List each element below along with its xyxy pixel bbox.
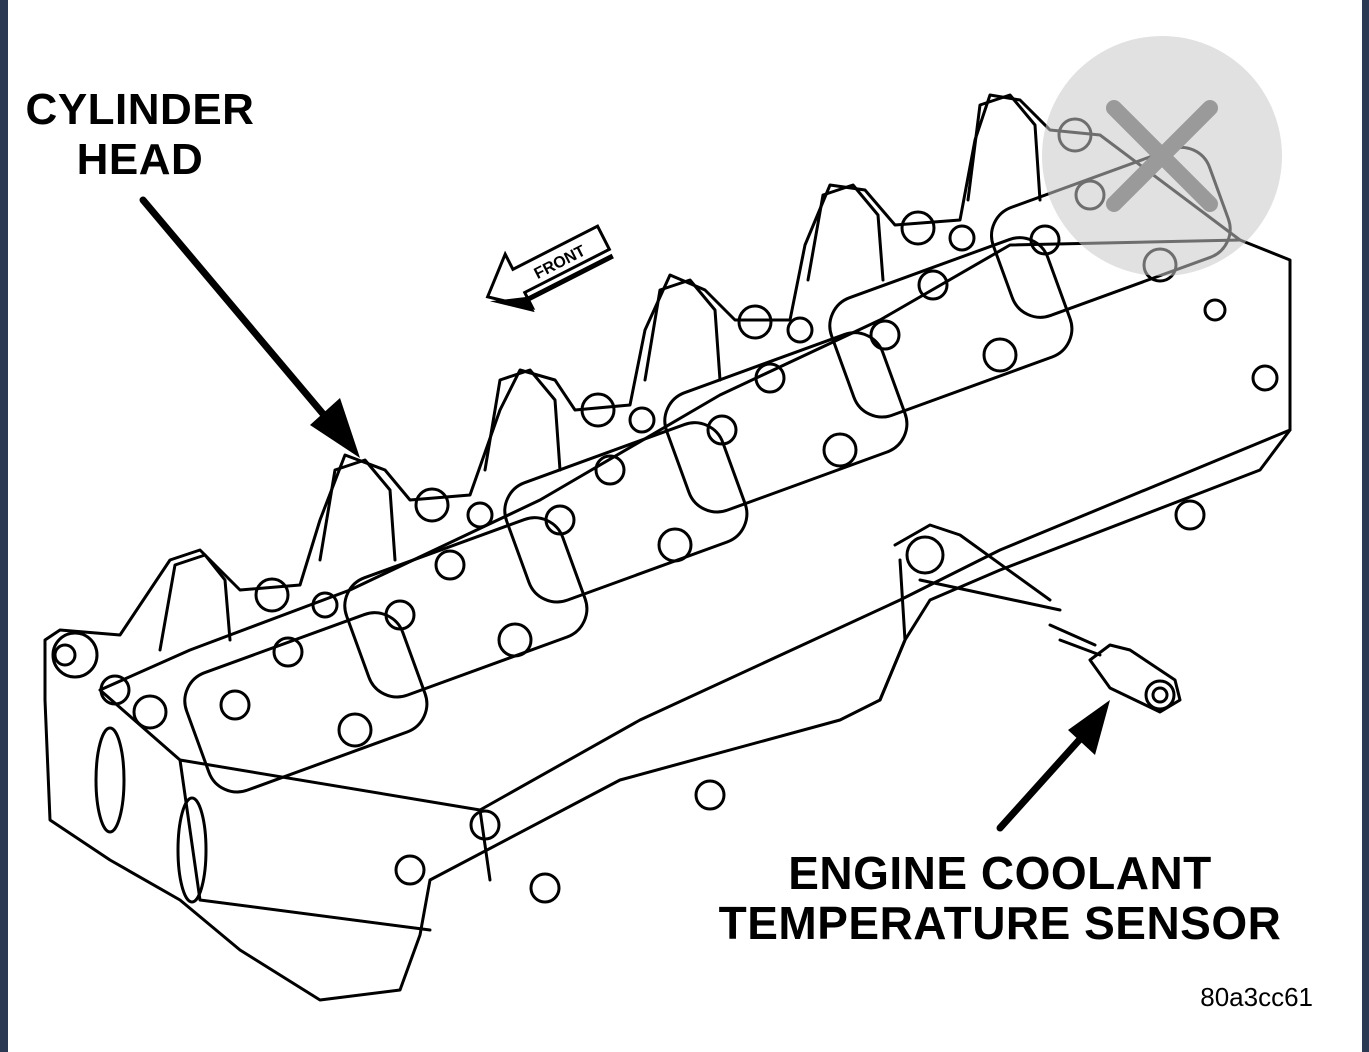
close-icon: [1106, 100, 1218, 212]
coolant-port: [905, 535, 945, 575]
cylinder-head-label-line1: CYLINDER: [25, 85, 255, 134]
sensor-label-line2: TEMPERATURE SENSOR: [718, 897, 1282, 949]
sensor-label-line1: ENGINE COOLANT: [788, 847, 1212, 899]
side-bolts: [51, 298, 1279, 904]
cylinder-head-label-line2: HEAD: [76, 135, 204, 184]
cylinder-well-3: [503, 421, 749, 604]
cylinder-well-2: [343, 516, 589, 699]
front-arrow-icon: FRONT: [485, 224, 614, 313]
lifting-ear-4: [643, 278, 722, 382]
lifting-ear-2: [318, 458, 397, 562]
coolant-temperature-sensor: [1048, 623, 1182, 714]
cylinder-head-arrowhead: [310, 398, 360, 458]
lifting-ear-6: [966, 93, 1042, 202]
cylinder-head-label: CYLINDER HEAD: [8, 88, 272, 188]
coolant-housing: [878, 523, 1062, 702]
cylinder-head-leader-line: [139, 196, 349, 444]
viewer-edge-left: [0, 0, 8, 1052]
deck-lower: [178, 758, 492, 932]
cylinder-head-outline: [43, 93, 1292, 1002]
cylinder-well-5: [828, 236, 1074, 419]
lifting-ear-1: [158, 553, 232, 652]
engine-coolant-sensor-label: ENGINE COOLANT TEMPERATURE SENSOR: [686, 850, 1314, 950]
cylinder-well-1: [183, 611, 429, 794]
deck-edge: [98, 238, 1292, 812]
close-button[interactable]: [1042, 36, 1282, 276]
lifting-ear-5: [806, 183, 885, 282]
lifting-ear-3: [483, 368, 562, 472]
sensor-arrowhead: [1068, 700, 1110, 755]
viewer-edge-right: [1362, 0, 1369, 1052]
head-bolt-bosses: [254, 117, 1093, 619]
sensor-leader-line: [996, 724, 1094, 832]
figure-code: 80a3cc61: [1200, 982, 1313, 1012]
